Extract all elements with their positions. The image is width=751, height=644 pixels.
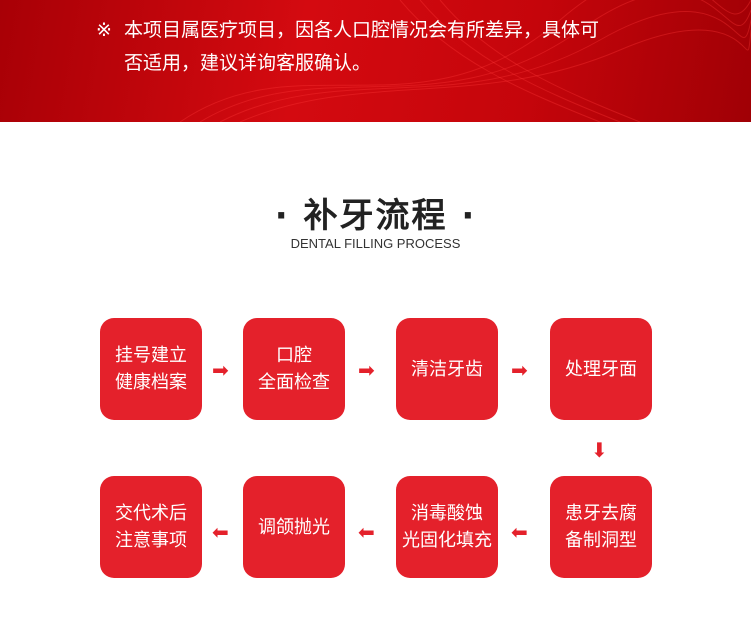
- arrow-left-icon: ⬅: [511, 520, 528, 544]
- notice-line-2: 否适用，建议详询客服确认。: [124, 52, 372, 74]
- step-label: 全面检查: [258, 372, 330, 393]
- step-label: 挂号建立: [115, 345, 187, 366]
- arrow-down-icon: ⬇: [591, 438, 608, 462]
- arrow-right-icon: ➡: [358, 358, 375, 382]
- step-label: 处理牙面: [565, 358, 637, 380]
- wave-pattern: [179, 0, 751, 122]
- arrow-right-icon: ➡: [212, 358, 229, 382]
- process-step: 患牙去腐备制洞型: [550, 476, 652, 578]
- arrow-left-icon: ⬅: [212, 520, 229, 544]
- notice-line-1: 本项目属医疗项目，因各人口腔情况会有所差异，具体可: [124, 19, 600, 41]
- process-step: 口腔全面检查: [243, 318, 345, 420]
- process-step: 清洁牙齿: [396, 318, 498, 420]
- step-label: 口腔: [276, 345, 312, 366]
- step-label: 健康档案: [115, 372, 187, 393]
- section-title: · 补牙流程 ·: [274, 196, 477, 236]
- step-label: 患牙去腐: [565, 503, 637, 524]
- step-label: 消毒酸蚀: [411, 503, 483, 524]
- notice-banner: ※ 本项目属医疗项目，因各人口腔情况会有所差异，具体可 否适用，建议详询客服确认。: [0, 0, 751, 122]
- process-step: 消毒酸蚀光固化填充: [396, 476, 498, 578]
- reference-mark-icon: ※: [96, 19, 112, 41]
- arrow-right-icon: ➡: [511, 358, 528, 382]
- process-step: 挂号建立健康档案: [100, 318, 202, 420]
- step-label: 清洁牙齿: [411, 358, 483, 380]
- process-step: 处理牙面: [550, 318, 652, 420]
- step-label: 交代术后: [115, 503, 187, 524]
- section-subtitle: DENTAL FILLING PROCESS: [290, 236, 461, 251]
- step-label: 注意事项: [115, 530, 187, 551]
- process-step: 调颌抛光: [243, 476, 345, 578]
- arrow-left-icon: ⬅: [358, 520, 375, 544]
- step-label: 调颌抛光: [258, 516, 330, 538]
- step-label: 备制洞型: [565, 530, 637, 551]
- process-step: 交代术后注意事项: [100, 476, 202, 578]
- step-label: 光固化填充: [402, 530, 492, 551]
